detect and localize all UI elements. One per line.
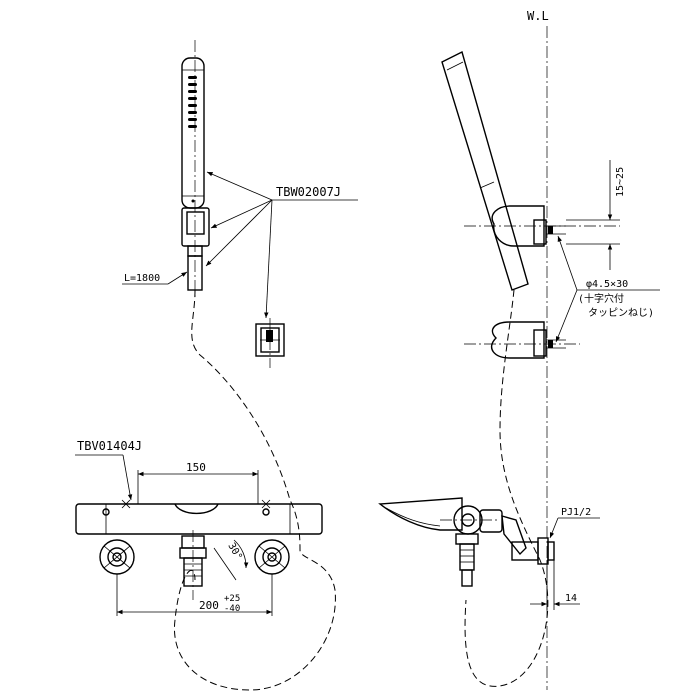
dim-150-value: 150	[186, 461, 206, 474]
spray-holes	[188, 76, 197, 128]
pipe-thread-label: PJ1/2	[561, 507, 591, 518]
dim-angle-value: 30°	[225, 541, 244, 562]
leader-hand-shower	[205, 171, 358, 319]
faucet-body-front	[75, 499, 323, 535]
water-level-label: W.L	[527, 9, 549, 23]
screw-type-label-2: タッピンねじ)	[588, 307, 654, 319]
faucet-side	[378, 497, 555, 587]
center-outlet	[179, 530, 207, 600]
screw-size-label: φ4.5×30	[586, 279, 628, 290]
faucet-part-label: TBV01404J	[77, 439, 142, 453]
dim-200-value: 200	[199, 599, 219, 612]
leader-screw	[555, 235, 660, 343]
hose-side-dashed	[464, 289, 549, 687]
dim-angle	[213, 539, 249, 581]
left-wall-union	[99, 539, 135, 575]
holder-detail	[255, 318, 285, 368]
hand-shower-front	[181, 57, 205, 209]
right-wall-union	[254, 539, 290, 575]
dim-150	[137, 470, 259, 504]
hand-shower-side	[441, 50, 529, 291]
hose-length-label: L=1800	[124, 273, 160, 284]
dim-200-tol-plus: +25	[224, 594, 240, 604]
dim-height-range-value: 15~25	[615, 167, 626, 197]
dim-14-value: 14	[565, 593, 577, 604]
hose-dashed	[173, 289, 336, 691]
shower-holder-front	[181, 207, 210, 257]
dim-14	[530, 560, 580, 610]
dim-200-tol-minus: -40	[224, 604, 240, 614]
hand-shower-part-label: TBW02007J	[276, 185, 341, 199]
screw-type-label: (十字穴付	[578, 292, 624, 305]
dim-height-range	[566, 160, 620, 270]
bracket-side	[491, 321, 566, 359]
dim-200	[116, 574, 273, 616]
